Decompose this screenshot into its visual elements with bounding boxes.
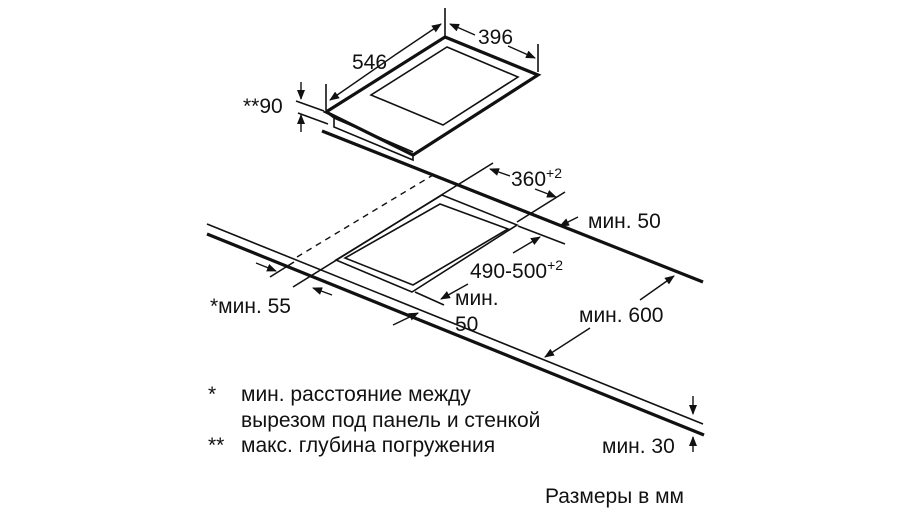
units-note: Размеры в мм [545, 485, 684, 508]
cutout-width-tolerance: +2 [546, 165, 562, 181]
legend-mark-2: ** [208, 434, 224, 457]
cutout-length-value: 490-500 [470, 260, 547, 283]
legend-mark-1: * [208, 383, 216, 406]
hob-length-label: 546 [352, 51, 387, 74]
legend-text-1a: мин. расстояние между [241, 383, 471, 406]
cutout-width-label: 360+2 [511, 165, 562, 191]
hob-width-label: 396 [478, 26, 513, 49]
cutout-length-tolerance: +2 [547, 257, 563, 273]
counter-front-top-edge [206, 223, 704, 425]
hob-drawing [322, 35, 542, 162]
cutout-width-value: 360 [511, 168, 546, 191]
back-clearance-label: мин. 50 [588, 210, 661, 233]
side-clearance-label: *мин. 55 [210, 295, 291, 318]
front-clearance-label-2: 50 [455, 313, 478, 336]
counter-back-edge [321, 129, 704, 284]
counter-thickness-label: мин. 30 [602, 435, 675, 458]
legend-text-1b: вырезом под панель и стенкой [241, 409, 540, 432]
front-clearance-label-1: мин. [455, 287, 499, 310]
legend-text-2: макс. глубина погружения [241, 434, 495, 457]
hob-dimension-lines [295, 8, 539, 132]
counter-front-bottom-edge [206, 232, 705, 437]
hob-depth-label: **90 [243, 95, 283, 118]
counter-depth-label: мин. 600 [579, 304, 663, 327]
cutout-dimension-lines [255, 162, 697, 452]
cutout-length-label: 490-500+2 [470, 257, 563, 283]
